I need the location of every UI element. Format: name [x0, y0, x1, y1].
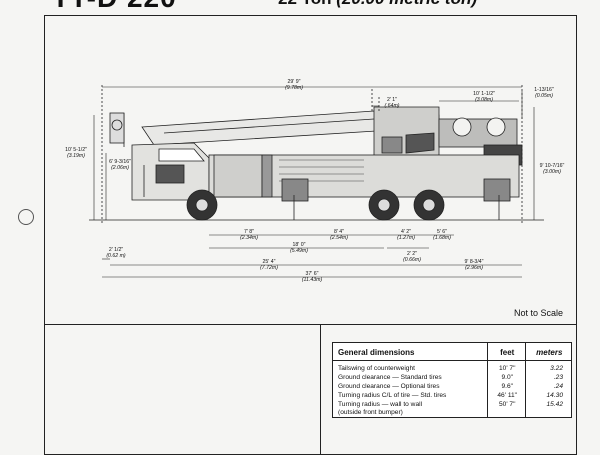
crane-side-elevation-drawing: 29' 9" (9.78m) 10' 1-1/2" (3.08m) 1-13/1…	[65, 79, 565, 283]
row-label: Turning radius C/L of tire — Std. tires	[338, 392, 447, 399]
dim-rear-overhang-metric: (1.68m)	[433, 235, 451, 241]
dim-rear-section: 9' 8-3/4"	[465, 259, 484, 265]
dim-rear-clearance: 1-13/16"	[534, 87, 554, 93]
table-header-feet: feet	[486, 343, 526, 361]
dim-outrigger-gap: 2' 2"	[407, 251, 417, 257]
punch-hole-icon	[18, 209, 34, 225]
row-label: Ground clearance — Optional tires	[338, 383, 440, 390]
section-divider-vertical	[320, 324, 321, 454]
table-row: Ground clearance — Optional tires 9.6" .…	[333, 382, 571, 391]
row-label: Ground clearance — Standard tires	[338, 374, 442, 381]
table-row: Turning radius — wall to wall (outside f…	[333, 400, 571, 417]
row-meters: .23	[524, 373, 571, 382]
dim-overall-length-metric: (11.43m)	[302, 277, 323, 283]
dim-tail-metric: (3.08m)	[475, 97, 493, 103]
row-label-sub: (outside front bumper)	[338, 409, 403, 416]
dim-rear-overhang: 5' 6"	[437, 229, 447, 235]
dim-mid-axle: 8' 4"	[334, 229, 344, 235]
not-to-scale-note: Not to Scale	[514, 308, 564, 318]
dim-front-overhang-metric: (0.62 m)	[106, 253, 126, 259]
dim-overall-boom: 29' 9"	[288, 79, 301, 85]
dim-front-axle-metric: (2.34m)	[240, 235, 258, 241]
row-label-main: Turning radius — wall to wall	[338, 401, 423, 408]
model-title: TT-D 220	[52, 0, 177, 12]
table-row: Tailswing of counterweight 10' 7" 3.22	[333, 360, 571, 373]
table-header-meters: meters	[524, 343, 571, 361]
row-meters: .24	[524, 382, 571, 391]
row-label: Tailswing of counterweight	[338, 365, 415, 372]
dim-mid-axle-metric: (2.54m)	[330, 235, 348, 241]
row-feet: 50' 7"	[486, 400, 526, 417]
dim-front-axle: 7' 8"	[244, 229, 254, 235]
dim-front-overhang: 2' 1/2"	[109, 247, 124, 253]
row-feet: 10' 7"	[486, 360, 526, 373]
dim-pivot-metric: (.64m)	[385, 103, 400, 109]
dim-overall-length: 37' 6"	[306, 271, 319, 277]
row-feet: 9.0"	[486, 373, 526, 382]
dim-counterweight-height-metric: (3.00m)	[543, 169, 561, 175]
dim-rear-clearance-metric: (0.05m)	[535, 93, 553, 99]
dim-wheelbase: 18' 0"	[293, 242, 306, 248]
dim-rear-section-metric: (2.96m)	[465, 265, 483, 271]
dim-tail: 10' 1-1/2"	[473, 91, 495, 97]
dim-carrier-length: 25' 4"	[263, 259, 276, 265]
capacity-metric: (20.00 metric ton)	[336, 0, 477, 8]
dim-counterweight-height: 9' 10-7/16"	[540, 163, 565, 169]
section-divider	[44, 324, 577, 325]
dim-cab-height-metric: (2.06m)	[111, 165, 129, 171]
page-header: TT-D 220 22 Ton (20.00 metric ton)	[0, 0, 600, 12]
dim-overall-boom-metric: (9.78m)	[285, 85, 303, 91]
row-feet: 46' 11"	[486, 391, 526, 400]
row-label: Turning radius — wall to wall (outside f…	[333, 400, 487, 417]
table-header-label: General dimensions	[333, 343, 488, 361]
row-meters: 14.30	[524, 391, 571, 400]
dim-tandem: 4' 2"	[401, 229, 411, 235]
row-meters: 3.22	[524, 360, 571, 373]
dim-pivot: 2' 1"	[387, 97, 397, 103]
capacity-tons: 22 Ton	[278, 0, 336, 8]
dim-height: 10' 5-1/2"	[65, 147, 87, 153]
table-row: Turning radius C/L of tire — Std. tires …	[333, 391, 571, 400]
dim-cab-height: 6' 9-3/16"	[109, 159, 131, 165]
table-row: Ground clearance — Standard tires 9.0" .…	[333, 373, 571, 382]
dim-height-metric: (3.19m)	[67, 153, 85, 159]
dim-tandem-metric: (1.27m)	[397, 235, 415, 241]
row-feet: 9.6"	[486, 382, 526, 391]
dim-outrigger-gap-metric: (0.66m)	[403, 257, 421, 263]
general-dimensions-table: General dimensions feet meters Tailswing…	[332, 342, 572, 418]
row-meters: 15.42	[524, 400, 571, 417]
dim-wheelbase-metric: (5.49m)	[290, 248, 308, 254]
capacity-title: 22 Ton (20.00 metric ton)	[278, 0, 477, 10]
dim-carrier-length-metric: (7.72m)	[260, 265, 278, 271]
